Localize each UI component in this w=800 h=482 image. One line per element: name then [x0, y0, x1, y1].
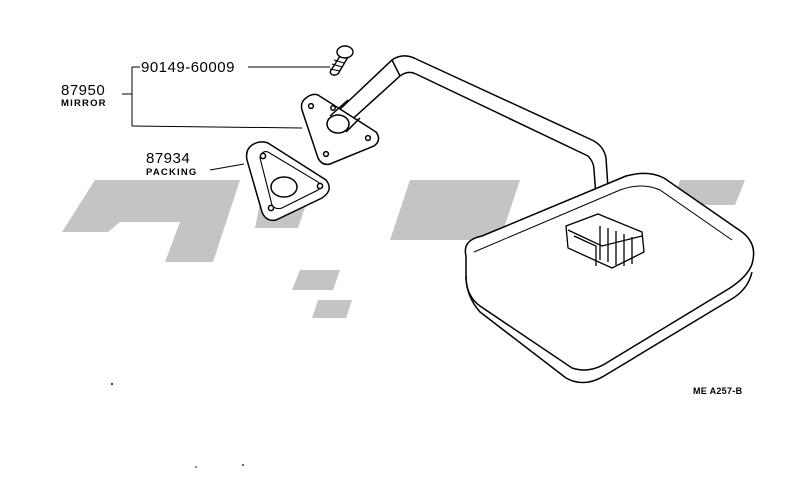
mirror-name: MIRROR: [61, 98, 107, 109]
bolt-part: [329, 45, 354, 76]
mirror-arm: [336, 55, 611, 223]
packing-part: [245, 141, 330, 222]
leader-lines: [122, 66, 330, 171]
packing-part-number: 87934: [146, 150, 191, 167]
packing-name: PACKING: [146, 167, 198, 178]
mirror-head: [464, 172, 755, 384]
mirror-base-plate: [300, 93, 380, 166]
mirror-part-number: 87950: [61, 82, 106, 99]
diagram-reference-code: ME A257-B: [693, 386, 743, 396]
bolt-part-number: 90149-60009: [141, 59, 235, 76]
mirror-pivot: [565, 213, 645, 269]
scan-specks: [111, 383, 244, 468]
